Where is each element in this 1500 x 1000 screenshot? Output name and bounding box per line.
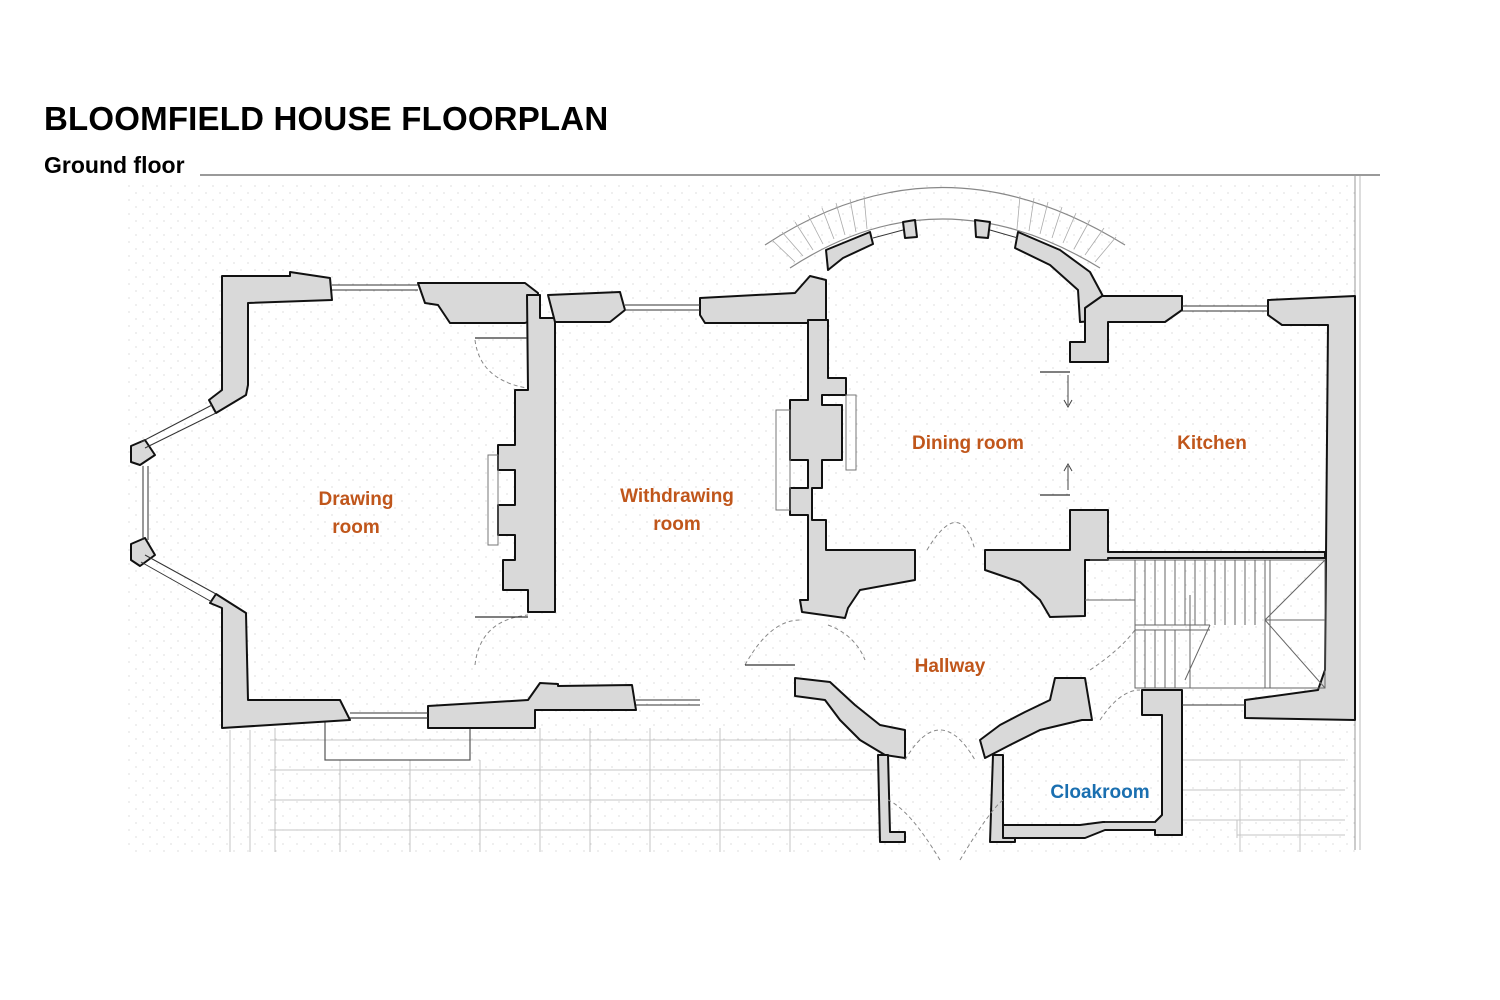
wall-drawing-south	[427, 682, 637, 729]
page-title: BLOOMFIELD HOUSE FLOORPLAN	[44, 100, 609, 137]
wall-withdrawing-north	[547, 291, 626, 323]
label-hallway: Hallway	[914, 656, 986, 677]
door-arrows	[1063, 375, 1073, 490]
page-subtitle: Ground floor	[44, 152, 185, 178]
wall-hall-south-east	[979, 677, 1093, 759]
label-drawing-room: Drawing room	[319, 486, 394, 542]
label-withdrawing-room-line1: Withdrawing	[620, 486, 734, 507]
window-frames	[140, 229, 1268, 823]
label-dining-room: Dining room	[912, 433, 1024, 454]
title-divider	[200, 174, 1380, 176]
wall-hall-south-west	[794, 677, 906, 759]
wall-partition-west	[497, 294, 556, 613]
wall-dining-pier-right	[974, 219, 991, 239]
wall-kitchen-north-east	[1244, 295, 1356, 721]
label-kitchen: Kitchen	[1177, 433, 1247, 454]
wall-dining-pier-left	[902, 219, 918, 239]
wall-partition-east	[789, 319, 916, 619]
label-withdrawing-room: Withdrawing room	[620, 483, 734, 539]
door-leaves	[475, 337, 1070, 666]
label-drawing-room-line2: room	[332, 517, 380, 538]
north-bay-terrace	[764, 187, 1126, 246]
wall-entrance-west	[877, 754, 906, 843]
wall-drawing-south-west	[209, 593, 351, 729]
staircase	[1085, 559, 1326, 689]
label-cloakroom: Cloakroom	[1050, 782, 1150, 803]
wall-dining-north-west	[825, 231, 874, 271]
label-withdrawing-room-line2: room	[653, 514, 701, 535]
walls	[130, 219, 1356, 843]
wall-drawing-north	[417, 282, 539, 324]
wall-drawing-north-west	[208, 271, 333, 414]
wall-kitchen-north	[1069, 295, 1183, 363]
fireplaces	[487, 394, 857, 546]
paving-grid	[229, 728, 1345, 852]
label-drawing-room-line1: Drawing	[318, 489, 394, 510]
wall-kitchen-partition	[984, 509, 1326, 618]
wall-withdrawing-north-east	[699, 275, 827, 324]
